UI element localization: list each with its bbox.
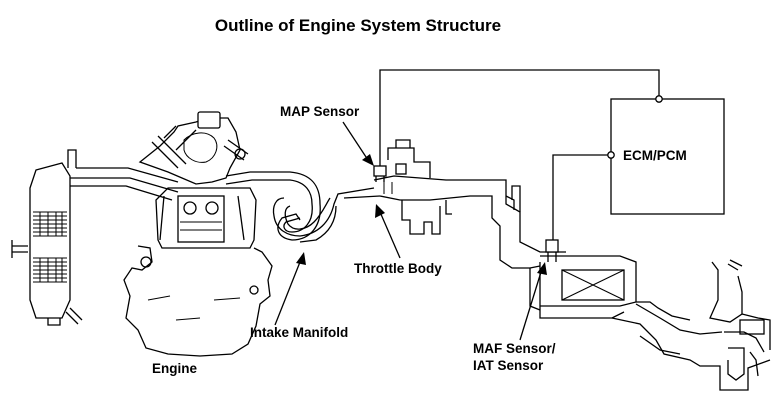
map-sensor-arrowhead xyxy=(362,154,374,166)
throttle-body-pointer xyxy=(379,211,401,259)
ecm-wiring xyxy=(379,69,663,240)
ecm-module: ECM/PCM xyxy=(610,98,725,215)
air-inlet-duct xyxy=(611,259,771,391)
throttle-body-arrowhead xyxy=(375,204,385,218)
intake-manifold xyxy=(225,171,381,243)
throttle-body-label: Throttle Body xyxy=(354,261,442,276)
ecm-label: ECM/PCM xyxy=(623,148,687,163)
intake-manifold-arrowhead xyxy=(296,252,306,265)
maf-iat-sensor: MAF Sensor/ IAT Sensor xyxy=(473,239,559,373)
diagram-title: Outline of Engine System Structure xyxy=(215,16,501,35)
maf-sensor-arrowhead xyxy=(537,262,547,275)
maf-label-line2: IAT Sensor xyxy=(473,358,544,373)
label-arrows xyxy=(274,121,547,341)
maf-sensor-pointer xyxy=(519,271,542,341)
engine-label: Engine xyxy=(152,361,197,376)
intake-manifold-label: Intake Manifold xyxy=(250,325,348,340)
catalytic-converter xyxy=(11,149,83,326)
air-cleaner xyxy=(529,255,691,321)
map-sensor-label: MAP Sensor xyxy=(280,104,360,119)
throttle-body xyxy=(373,139,482,235)
maf-label-line1: MAF Sensor/ xyxy=(473,341,556,356)
intake-manifold-pointer xyxy=(274,261,301,326)
map-sensor-pointer xyxy=(342,121,369,161)
exhaust-pipe xyxy=(70,167,179,201)
engine: Engine xyxy=(123,111,273,376)
air-intake-duct xyxy=(482,179,566,269)
map-sensor: MAP Sensor xyxy=(280,104,387,182)
